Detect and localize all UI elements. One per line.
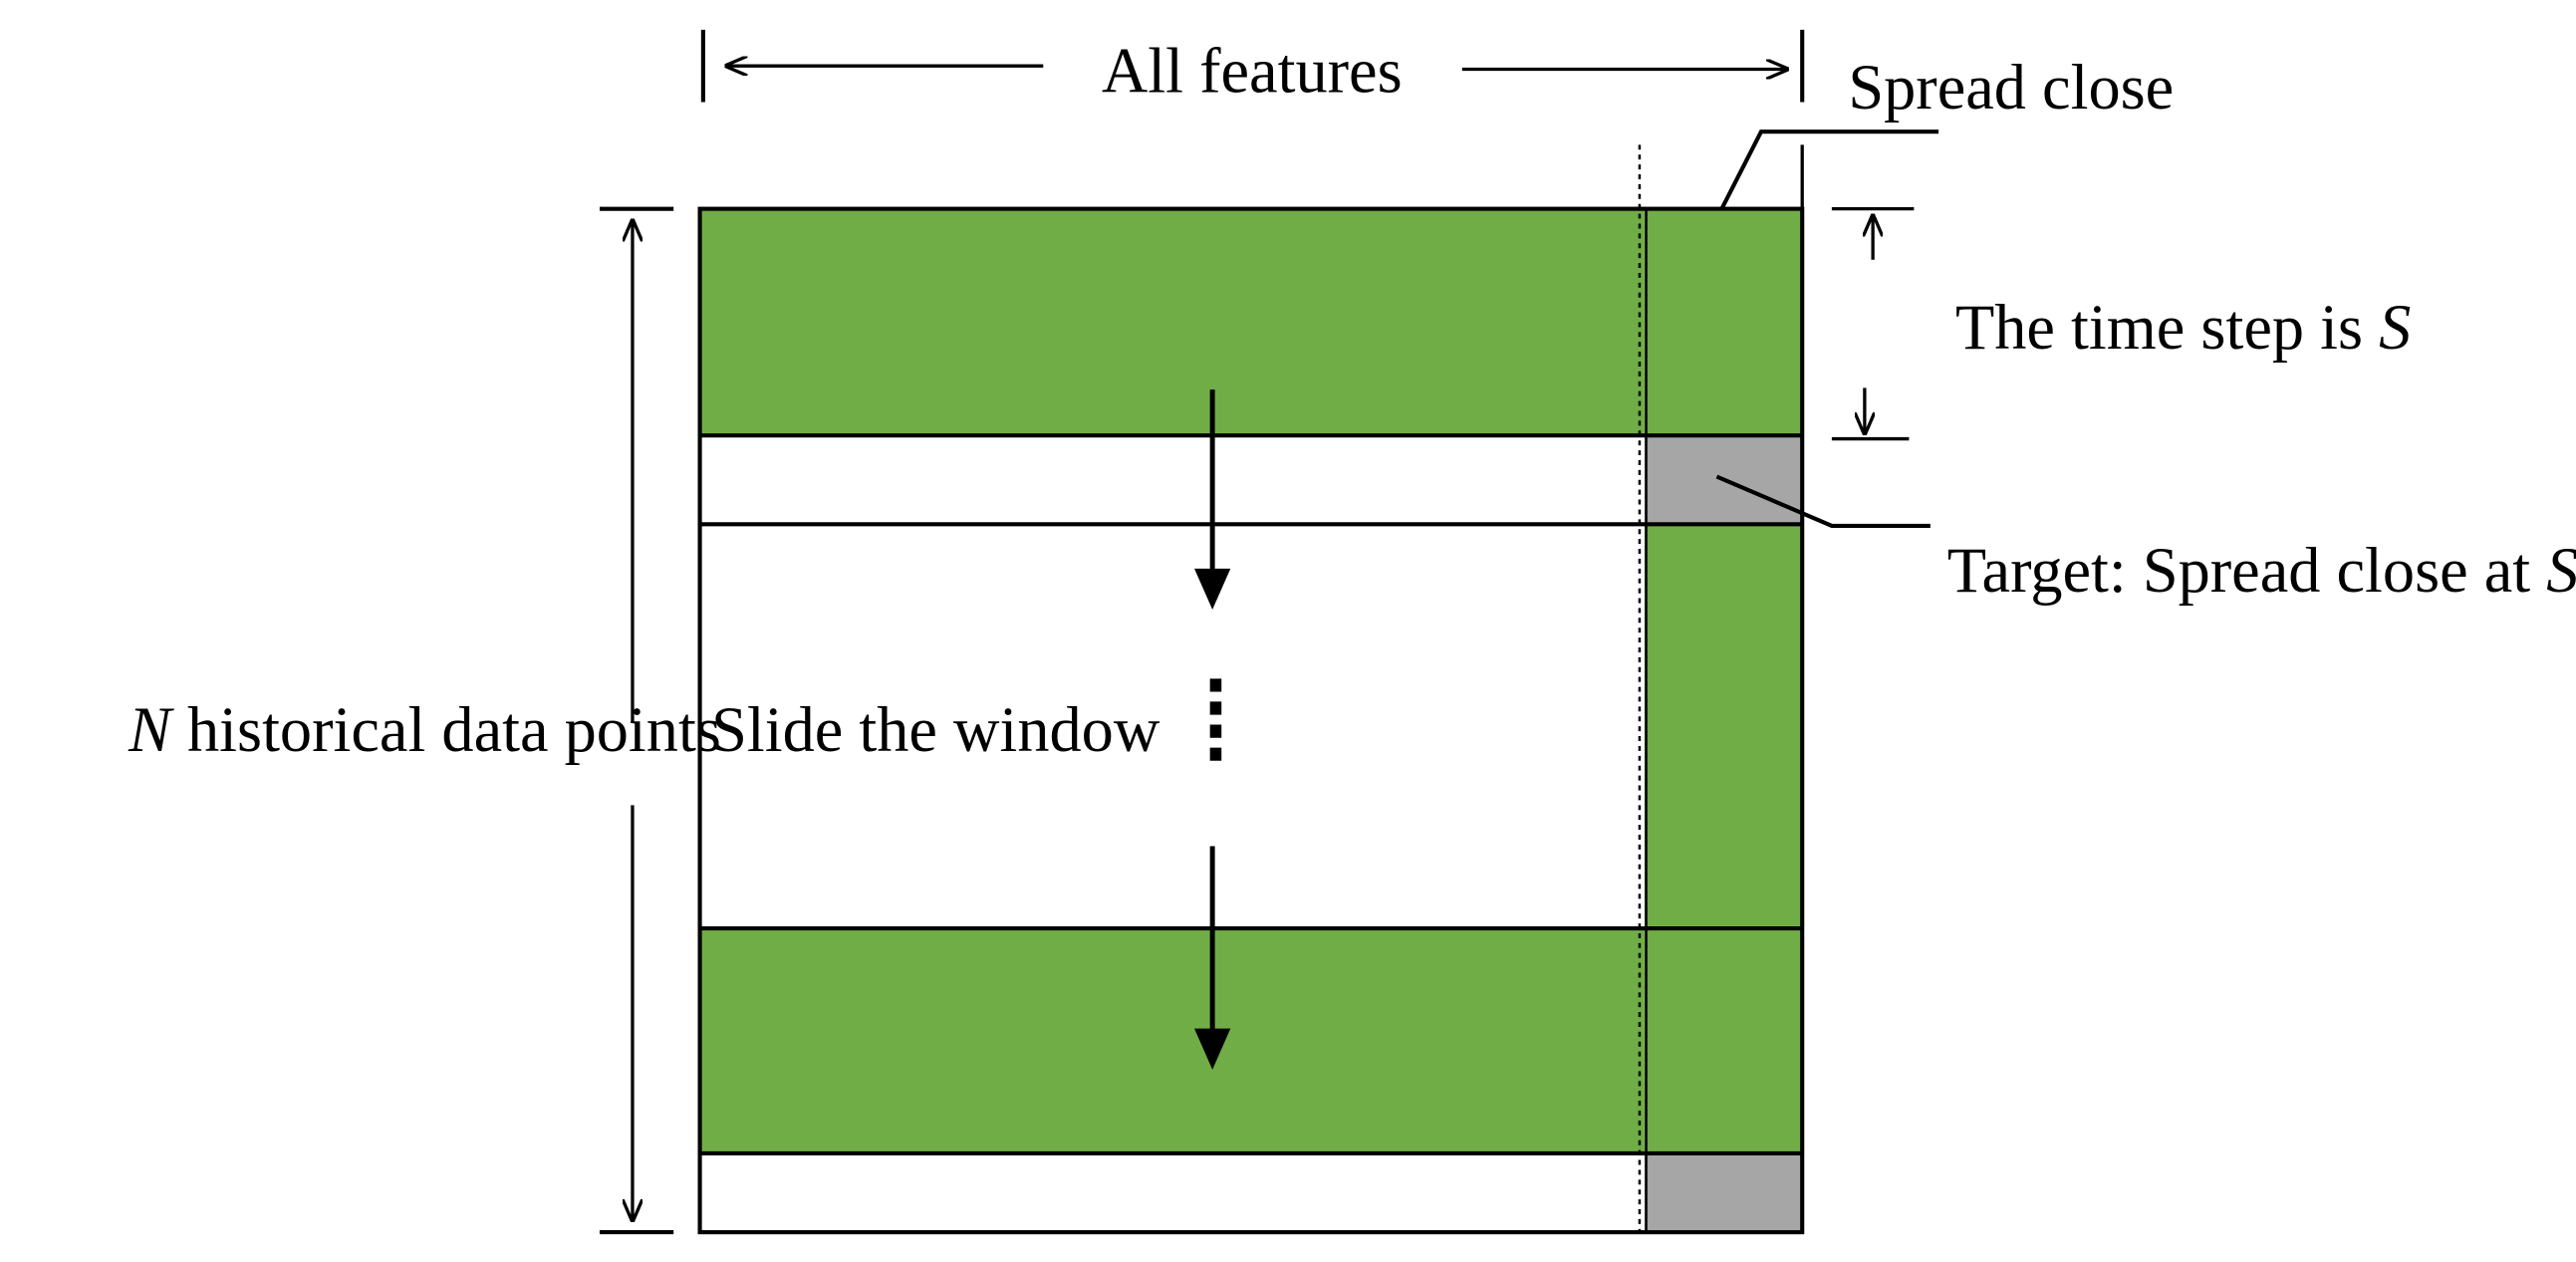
spread-close-label: Spread close bbox=[1848, 52, 2174, 123]
target-s-variable: S bbox=[2546, 535, 2576, 606]
matrix-border bbox=[697, 206, 1805, 1235]
all-features-dimension: All features bbox=[700, 29, 1805, 107]
target-text: Target: Spread close at bbox=[1947, 535, 2547, 606]
time-step-dimension: The time step is S bbox=[1831, 206, 2490, 441]
window-1-spread-close bbox=[1644, 208, 1803, 436]
slide-arrow-bottom-head bbox=[1193, 1028, 1231, 1070]
n-points-text: historical data points bbox=[171, 694, 721, 765]
n-points-label: N historical data points bbox=[16, 694, 801, 765]
slide-window-label: Slide the window bbox=[711, 694, 1160, 765]
time-step-label: The time step is S bbox=[1843, 292, 2490, 363]
time-step-text: The time step is bbox=[1955, 292, 2379, 363]
slide-arrow-top-head bbox=[1193, 568, 1231, 611]
n-variable: N bbox=[128, 694, 174, 765]
window-1-features bbox=[699, 208, 1645, 436]
data-matrix bbox=[697, 144, 1805, 1235]
spread-close-callout: Spread close bbox=[1719, 52, 2174, 210]
target-callout: Target: Spread close at S+1 bbox=[1715, 474, 2576, 606]
window-n-features bbox=[699, 928, 1645, 1153]
s-variable: S bbox=[2379, 292, 2411, 363]
target-leader-line bbox=[1715, 474, 1931, 529]
slide-indicator: Slide the window bbox=[711, 389, 1231, 1070]
target-n-cell bbox=[1644, 1152, 1803, 1233]
window-n-spread-close bbox=[1644, 928, 1803, 1153]
spread-close-column-middle bbox=[1644, 524, 1803, 929]
spread-close-leader-line bbox=[1719, 129, 1939, 210]
all-features-label: All features bbox=[1102, 36, 1403, 107]
n-points-dimension: N historical data points bbox=[16, 206, 801, 1235]
target-label: Target: Spread close at S+1 bbox=[1835, 535, 2576, 606]
